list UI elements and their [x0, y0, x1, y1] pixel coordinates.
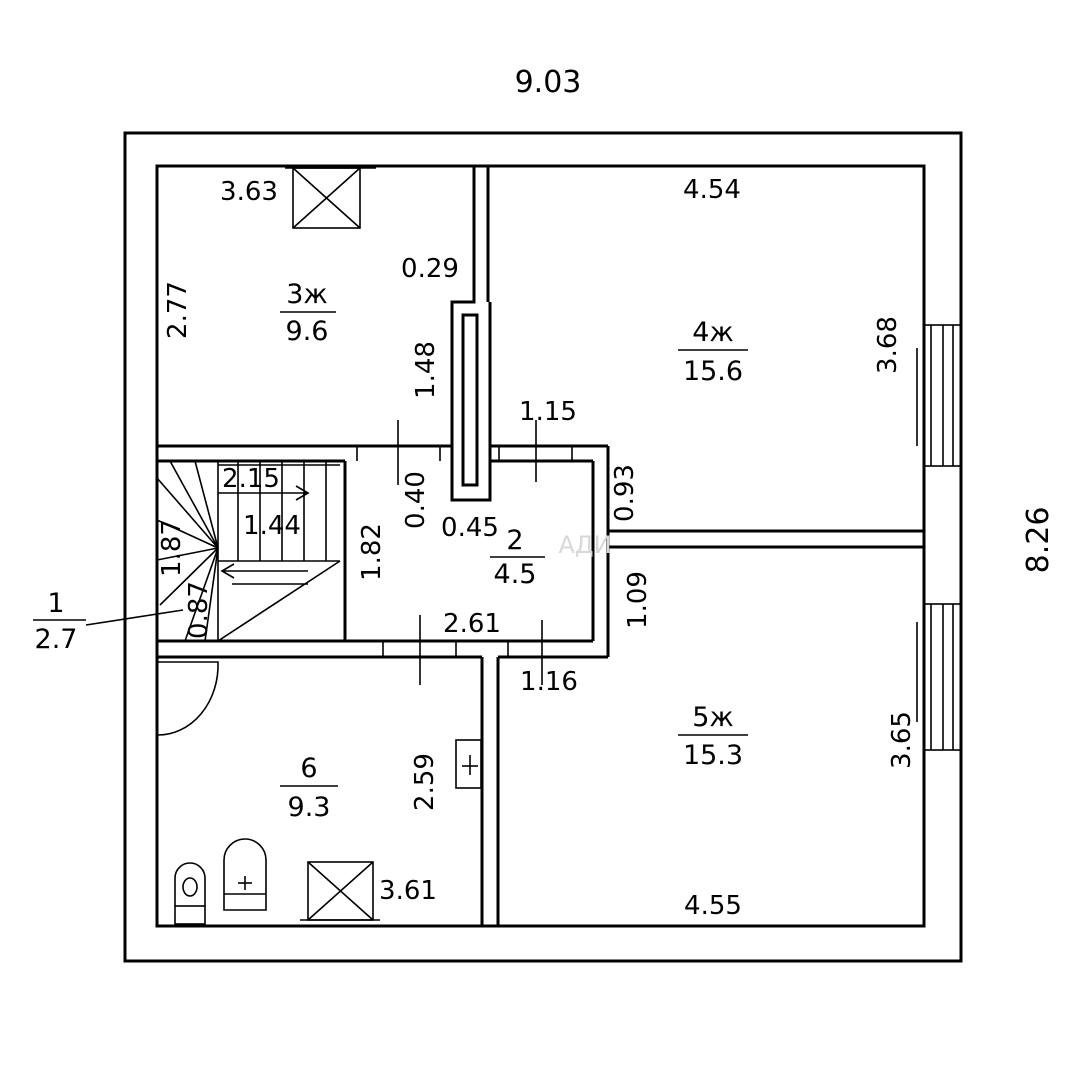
room-6-area: 9.3 — [288, 792, 331, 823]
staircase — [156, 460, 341, 642]
room-2-number: 2 — [506, 525, 523, 556]
dim-hall-offset: 0.45 — [441, 513, 499, 543]
dim-stair-landing: 1.44 — [243, 511, 301, 541]
room-2-area: 4.5 — [494, 559, 537, 590]
overall-width: 9.03 — [515, 65, 582, 100]
window-room-4 — [916, 324, 962, 467]
window-room-5 — [916, 603, 962, 751]
dim-door-room-4: 1.15 — [519, 397, 577, 427]
dim-door-room-5: 1.16 — [520, 667, 578, 697]
dim-hall-width: 2.61 — [443, 609, 501, 639]
dimension-ticks — [33, 420, 543, 685]
vent-box-room-6 — [300, 861, 380, 921]
dim-hall-depth: 1.82 — [357, 523, 387, 581]
room-label-bars — [280, 311, 748, 787]
overall-depth: 8.26 — [1021, 507, 1056, 574]
dim-wall-length: 1.48 — [411, 341, 441, 399]
room-3-area: 9.6 — [286, 316, 329, 347]
wall-3-4 — [450, 166, 492, 502]
dim-hall-door: 0.40 — [401, 471, 431, 529]
room-5-number: 5ж — [692, 702, 734, 733]
watermark: АДИ — [558, 531, 611, 559]
room-1-number: 1 — [47, 588, 64, 619]
room-3-number: 3ж — [286, 279, 328, 310]
room-1-area: 2.7 — [35, 624, 78, 655]
dim-room-4-width: 4.54 — [683, 175, 741, 205]
room-4-number: 4ж — [692, 317, 734, 348]
vent-box-room-3 — [285, 167, 376, 229]
room-4-area: 15.6 — [683, 356, 743, 387]
dim-room-3-depth: 2.77 — [163, 281, 193, 339]
dim-stair-height: 1.87 — [157, 519, 187, 577]
door-room-6 — [155, 661, 219, 736]
dim-stair-length: 2.15 — [222, 464, 280, 494]
dim-hall-lower: 1.09 — [623, 571, 653, 629]
dim-room-5-depth: 3.65 — [887, 711, 917, 769]
wall-6 — [157, 639, 608, 926]
wall-hall — [490, 444, 610, 657]
dim-room-4-depth: 3.68 — [873, 316, 903, 374]
washbasin — [223, 838, 267, 911]
dim-room-6-depth: 2.59 — [410, 753, 440, 811]
dim-room-3-width: 3.63 — [220, 177, 278, 207]
dim-wall-offset: 0.29 — [401, 254, 459, 284]
room-5-area: 15.3 — [683, 740, 743, 771]
toilet — [174, 862, 206, 925]
dim-room-6-width: 3.61 — [379, 876, 437, 906]
wall-4-5 — [608, 529, 924, 549]
wall-3-bottom — [157, 444, 452, 640]
dim-room-5-width: 4.55 — [684, 891, 742, 921]
dim-stair-step: 0.87 — [184, 581, 214, 639]
boiler — [455, 739, 482, 789]
dim-hall-upper: 0.93 — [610, 464, 640, 522]
room-6-number: 6 — [300, 753, 317, 784]
